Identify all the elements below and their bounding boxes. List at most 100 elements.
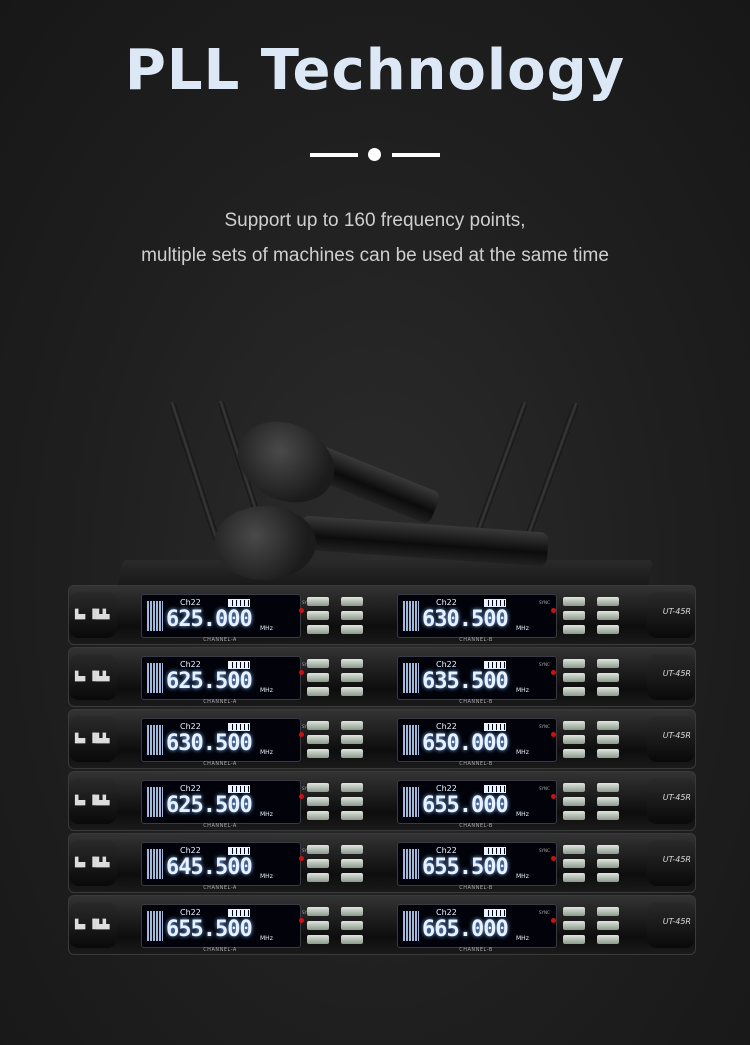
- microphone-back-head: [224, 406, 348, 518]
- control-button[interactable]: [341, 673, 363, 682]
- control-button[interactable]: [563, 721, 585, 730]
- control-button[interactable]: [563, 811, 585, 820]
- control-button[interactable]: [307, 611, 329, 620]
- control-button[interactable]: [563, 673, 585, 682]
- control-button[interactable]: [341, 611, 363, 620]
- control-button[interactable]: [341, 687, 363, 696]
- control-button[interactable]: [307, 873, 329, 882]
- rf-level-bars: [147, 911, 163, 941]
- control-button[interactable]: [307, 597, 329, 606]
- control-button[interactable]: [563, 597, 585, 606]
- control-button[interactable]: [307, 811, 329, 820]
- control-button[interactable]: [307, 907, 329, 916]
- control-button[interactable]: [563, 797, 585, 806]
- control-button[interactable]: [307, 859, 329, 868]
- control-button[interactable]: [597, 811, 619, 820]
- channel-a-label: CHANNEL-A: [203, 885, 237, 891]
- control-button[interactable]: [597, 783, 619, 792]
- channel-a-label: CHANNEL-A: [203, 761, 237, 767]
- control-button[interactable]: [597, 907, 619, 916]
- control-button[interactable]: [307, 783, 329, 792]
- control-button[interactable]: [597, 735, 619, 744]
- frequency-readout: 625.500: [166, 793, 253, 818]
- control-button[interactable]: [307, 797, 329, 806]
- control-button[interactable]: [563, 659, 585, 668]
- control-button[interactable]: [341, 735, 363, 744]
- control-button[interactable]: [597, 873, 619, 882]
- control-button[interactable]: [341, 797, 363, 806]
- channel-b-label: CHANNEL-B: [459, 823, 493, 829]
- control-button[interactable]: [597, 935, 619, 944]
- control-button[interactable]: [341, 907, 363, 916]
- control-button[interactable]: [341, 921, 363, 930]
- divider-line-right: [392, 153, 440, 157]
- control-button[interactable]: [563, 859, 585, 868]
- control-button[interactable]: [597, 859, 619, 868]
- control-button[interactable]: [563, 907, 585, 916]
- channel-b-label: CHANNEL-B: [459, 699, 493, 705]
- control-button[interactable]: [597, 845, 619, 854]
- model-label: UT-45R: [662, 607, 691, 616]
- control-button[interactable]: [597, 673, 619, 682]
- channel-b-label: CHANNEL-B: [459, 637, 493, 643]
- control-button[interactable]: [563, 935, 585, 944]
- control-button[interactable]: [563, 611, 585, 620]
- control-button[interactable]: [597, 625, 619, 634]
- control-button[interactable]: [341, 935, 363, 944]
- control-button[interactable]: [597, 797, 619, 806]
- control-button[interactable]: [341, 659, 363, 668]
- control-button[interactable]: [563, 735, 585, 744]
- sync-led: [299, 918, 304, 923]
- control-button[interactable]: [307, 673, 329, 682]
- sync-led: [551, 918, 556, 923]
- battery-icon: [228, 599, 250, 607]
- control-button[interactable]: [563, 749, 585, 758]
- control-button[interactable]: [563, 921, 585, 930]
- control-button[interactable]: [597, 921, 619, 930]
- mhz-label: MHz: [516, 811, 529, 818]
- mhz-label: MHz: [260, 935, 273, 942]
- control-button[interactable]: [563, 845, 585, 854]
- battery-icon: [484, 847, 506, 855]
- mhz-label: MHz: [260, 749, 273, 756]
- control-button[interactable]: [307, 625, 329, 634]
- control-button[interactable]: [307, 845, 329, 854]
- control-button[interactable]: [307, 749, 329, 758]
- control-button[interactable]: [307, 721, 329, 730]
- control-button[interactable]: [563, 625, 585, 634]
- control-button[interactable]: [597, 659, 619, 668]
- control-button[interactable]: [597, 721, 619, 730]
- control-button[interactable]: [597, 611, 619, 620]
- control-button[interactable]: [307, 921, 329, 930]
- control-button[interactable]: [597, 687, 619, 696]
- control-button[interactable]: [307, 735, 329, 744]
- control-button[interactable]: [341, 783, 363, 792]
- control-button[interactable]: [597, 749, 619, 758]
- frequency-readout: 655.000: [422, 793, 509, 818]
- control-button[interactable]: [563, 783, 585, 792]
- control-button[interactable]: [307, 687, 329, 696]
- sync-label: SYNC: [539, 786, 550, 791]
- control-button[interactable]: [597, 597, 619, 606]
- control-button[interactable]: [307, 935, 329, 944]
- rf-level-bars: [147, 725, 163, 755]
- control-button[interactable]: [307, 659, 329, 668]
- control-button[interactable]: [563, 873, 585, 882]
- control-button[interactable]: [563, 687, 585, 696]
- control-button[interactable]: [341, 811, 363, 820]
- control-button[interactable]: [341, 873, 363, 882]
- channel-number: Ch22: [436, 908, 457, 917]
- control-button[interactable]: [341, 859, 363, 868]
- control-button[interactable]: [341, 749, 363, 758]
- control-button[interactable]: [341, 625, 363, 634]
- control-button[interactable]: [341, 597, 363, 606]
- channel-number: Ch22: [436, 784, 457, 793]
- model-label: UT-45R: [662, 917, 691, 926]
- control-button[interactable]: [341, 721, 363, 730]
- control-button[interactable]: [341, 845, 363, 854]
